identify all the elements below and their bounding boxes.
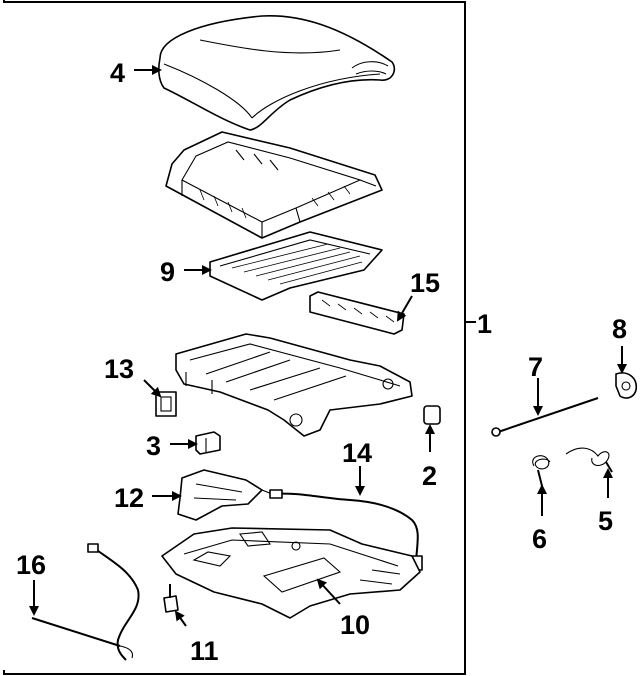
cushion-pad — [209, 231, 383, 301]
callout-9: 9 — [160, 257, 175, 287]
seat-spring-5 — [565, 447, 613, 473]
callout-1: 1 — [477, 309, 492, 339]
callout-11-leader — [174, 610, 187, 627]
seat-rod-7 — [491, 397, 599, 437]
seat-spring-6 — [532, 455, 551, 487]
seat-module — [309, 291, 405, 335]
seat-clip-8 — [615, 372, 638, 399]
callout-5: 5 — [598, 506, 613, 536]
seat-cable — [31, 543, 140, 661]
callout-7: 7 — [528, 352, 543, 382]
callout-15: 15 — [410, 268, 440, 298]
callout-3: 3 — [146, 431, 161, 461]
seat-clip-3 — [195, 431, 221, 455]
callout-8: 8 — [612, 314, 627, 344]
seat-pan — [161, 527, 421, 619]
callout-4: 4 — [110, 58, 125, 88]
callout-16: 16 — [16, 550, 46, 580]
callout-14: 14 — [342, 438, 372, 468]
recliner-mechanism — [177, 469, 273, 521]
seat-cushion-cover — [158, 14, 396, 131]
callout-10: 10 — [340, 610, 370, 640]
callout-2: 2 — [422, 461, 437, 491]
assembly-bracket — [3, 0, 466, 675]
cushion-frame — [165, 131, 383, 239]
callout-12: 12 — [114, 483, 144, 513]
seat-knob-2 — [423, 405, 441, 425]
callout-6: 6 — [532, 524, 547, 554]
seat-bolt-11 — [163, 584, 179, 613]
callout-15-leader — [396, 295, 413, 322]
seat-bracket-13 — [155, 391, 177, 417]
callout-10-leader — [316, 578, 341, 605]
seat-adjuster — [175, 333, 413, 437]
callout-13-leader — [143, 379, 162, 398]
callout-13: 13 — [104, 354, 134, 384]
callout-11: 11 — [190, 636, 219, 666]
